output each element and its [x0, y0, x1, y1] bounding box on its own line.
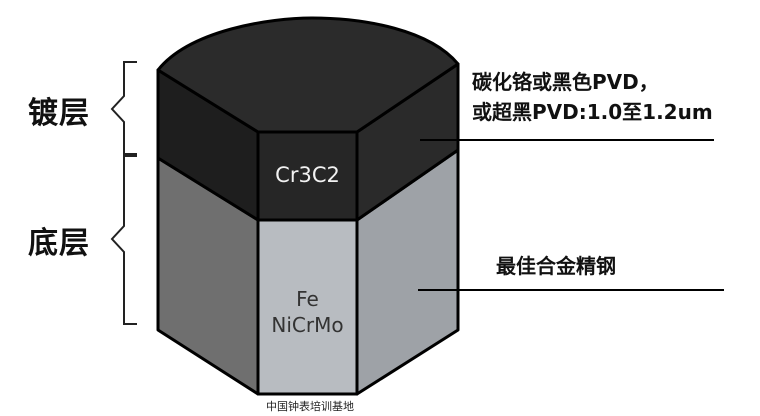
- base-layer-label: 底层: [28, 226, 90, 261]
- watermark-text: 中国钟表培训基地: [266, 400, 354, 413]
- coating-top-face: [156, 16, 460, 134]
- base-annotation: 最佳合金精钢: [496, 254, 616, 278]
- base-material-label-nicrmo: NiCrMo: [271, 313, 344, 337]
- coating-bracket: [110, 61, 137, 155]
- base-material-label-fe: Fe: [296, 287, 319, 311]
- coating-material-label: Cr3C2: [275, 163, 340, 187]
- coating-annotation-line2: 或超黑PVD:1.0至1.2um: [472, 100, 713, 124]
- coating-annotation-line1: 碳化铬或黑色PVD，: [472, 70, 659, 94]
- coating-layer-label: 镀层: [28, 96, 90, 131]
- base-bracket: [110, 155, 137, 325]
